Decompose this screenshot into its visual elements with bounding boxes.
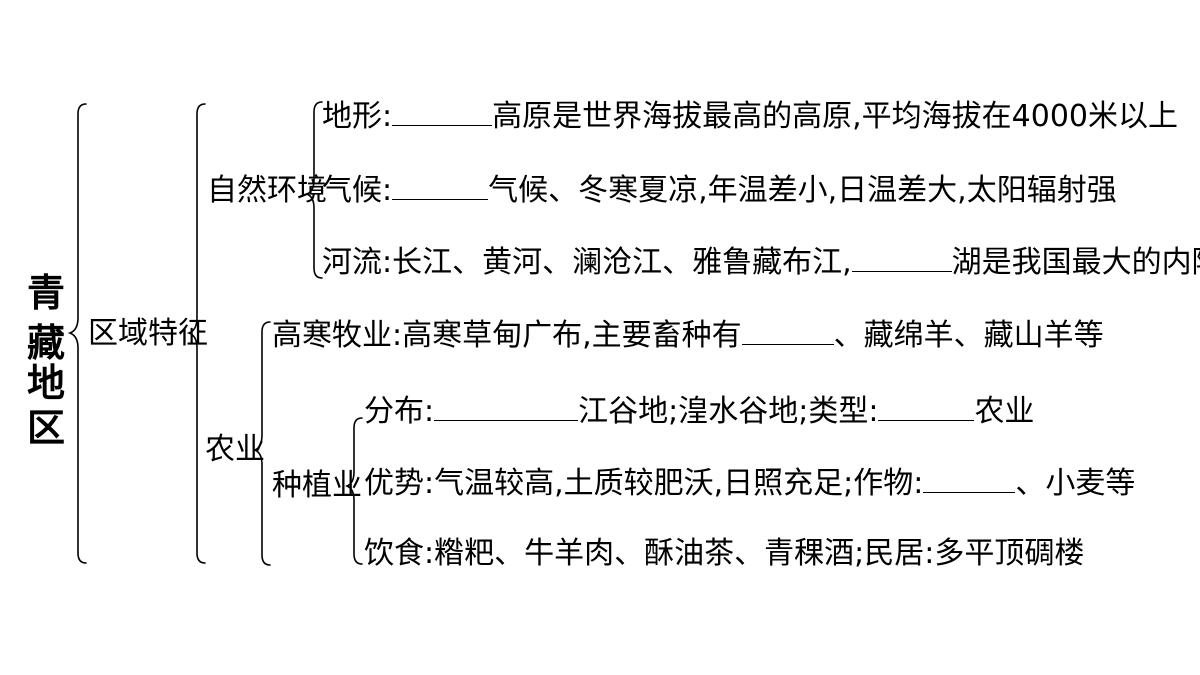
- pastoral-text-before: 高寒草甸广布,主要畜种有: [402, 318, 742, 353]
- brace-title: [67, 103, 87, 564]
- distribution-text-mid: 江谷地;湟水谷地;类型:: [578, 394, 879, 429]
- brace-farming: [344, 417, 363, 565]
- rivers-text-after: 湖是我国最大的内陆咸水湖: [951, 245, 1200, 280]
- advantage-blank: [923, 466, 1016, 493]
- pastoral-label: 高寒牧业:: [272, 318, 403, 353]
- terrain-text: 高原是世界海拔最高的高原,平均海拔在4000米以上: [492, 99, 1178, 134]
- region-feature-label: 区域特征: [88, 316, 208, 351]
- distribution-label: 分布:: [364, 394, 435, 429]
- title-char-4: 区: [27, 406, 66, 450]
- brace-agriculture: [252, 321, 271, 566]
- rivers-text-before: 长江、黄河、澜沧江、雅鲁藏布江,: [392, 245, 852, 280]
- diet-label: 饮食:: [364, 536, 435, 571]
- title-char-2: 藏: [27, 321, 66, 365]
- pastoral-blank: [741, 318, 834, 345]
- title-char-1: 青: [27, 271, 66, 315]
- distribution-blank-1: [434, 394, 579, 421]
- distribution-blank-2: [878, 394, 975, 421]
- advantage-label: 优势:: [364, 466, 435, 501]
- distribution-text-after: 农业: [974, 394, 1035, 429]
- advantage-row: 优势:气温较高,土质较肥沃,日照充足;作物: 、小麦等: [364, 466, 1135, 502]
- diet-row: 饮食:糌粑、牛羊肉、酥油茶、青稞酒;民居:多平顶碉楼: [364, 536, 1084, 572]
- advantage-text-before: 气温较高,土质较肥沃,日照充足;作物:: [434, 466, 924, 501]
- terrain-row: 地形: 高原是世界海拔最高的高原,平均海拔在4000米以上: [322, 99, 1178, 135]
- pastoral-row: 高寒牧业:高寒草甸广布,主要畜种有 、藏绵羊、藏山羊等: [272, 318, 1104, 354]
- diet-text: 糌粑、牛羊肉、酥油茶、青稞酒;民居:多平顶碉楼: [434, 536, 1085, 571]
- agriculture-label: 农业: [205, 432, 265, 467]
- title-char-3: 地: [27, 361, 66, 405]
- brace-region: [186, 103, 206, 564]
- climate-text: 气候、冬寒夏凉,年温差小,日温差大,太阳辐射强: [488, 173, 1117, 208]
- climate-row: 气候: 气候、冬寒夏凉,年温差小,日温差大,太阳辐射强: [322, 173, 1117, 209]
- rivers-row: 河流:长江、黄河、澜沧江、雅鲁藏布江, 湖是我国最大的内陆咸水湖: [322, 245, 1200, 281]
- brace-natural: [304, 101, 323, 279]
- terrain-label: 地形:: [322, 99, 393, 134]
- farming-label: 种植业: [272, 468, 362, 503]
- advantage-text-after: 、小麦等: [1015, 466, 1136, 501]
- rivers-label: 河流:: [322, 245, 393, 280]
- pastoral-text-after: 、藏绵羊、藏山羊等: [833, 318, 1104, 353]
- climate-blank: [392, 173, 489, 200]
- natural-environment-label: 自然环境: [207, 173, 327, 208]
- distribution-row: 分布: 江谷地;湟水谷地;类型: 农业: [364, 394, 1034, 430]
- terrain-blank: [392, 99, 493, 126]
- climate-label: 气候:: [322, 173, 393, 208]
- rivers-blank: [851, 245, 952, 272]
